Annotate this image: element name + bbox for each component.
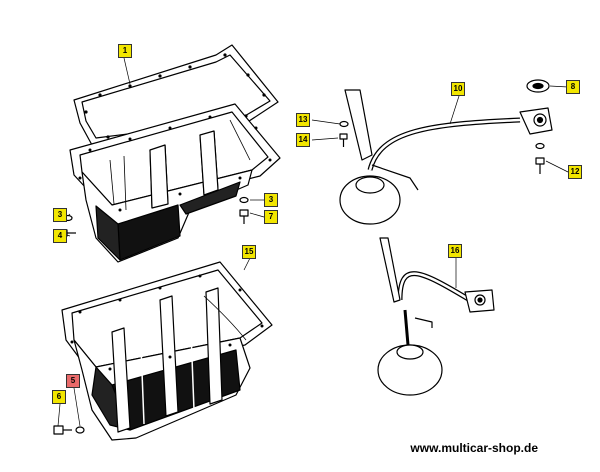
callout-4[interactable]: 4 bbox=[53, 229, 67, 243]
callout-3-left[interactable]: 3 bbox=[53, 208, 67, 222]
bolt-7 bbox=[239, 209, 249, 224]
callout-7[interactable]: 7 bbox=[264, 210, 278, 224]
lower-oil-pan bbox=[61, 261, 273, 441]
callout-1[interactable]: 1 bbox=[118, 44, 132, 58]
shop-watermark: www.multicar-shop.de bbox=[410, 441, 538, 455]
bolt-14 bbox=[339, 133, 348, 147]
drain-plug-6 bbox=[53, 425, 72, 435]
callout-5[interactable]: 5 bbox=[66, 374, 80, 388]
callout-14[interactable]: 14 bbox=[296, 133, 310, 147]
washer-12 bbox=[535, 142, 545, 150]
callout-16[interactable]: 16 bbox=[448, 244, 462, 258]
callout-6[interactable]: 6 bbox=[52, 390, 66, 404]
oil-pickup-tube bbox=[339, 89, 553, 225]
callout-10[interactable]: 10 bbox=[451, 82, 465, 96]
callout-15[interactable]: 15 bbox=[242, 245, 256, 259]
callout-8[interactable]: 8 bbox=[566, 80, 580, 94]
pickup-gasket bbox=[526, 79, 550, 93]
upper-oil-pan bbox=[69, 103, 281, 263]
drain-washer-5 bbox=[75, 426, 85, 434]
callout-12[interactable]: 12 bbox=[568, 165, 582, 179]
oil-pickup-tube-alt bbox=[377, 237, 495, 396]
callout-13[interactable]: 13 bbox=[296, 113, 310, 127]
washer-13 bbox=[339, 120, 349, 128]
washer-3-right bbox=[239, 196, 249, 204]
leader-lines bbox=[57, 57, 569, 427]
callout-3-right[interactable]: 3 bbox=[264, 193, 278, 207]
bolt-12 bbox=[535, 157, 545, 174]
